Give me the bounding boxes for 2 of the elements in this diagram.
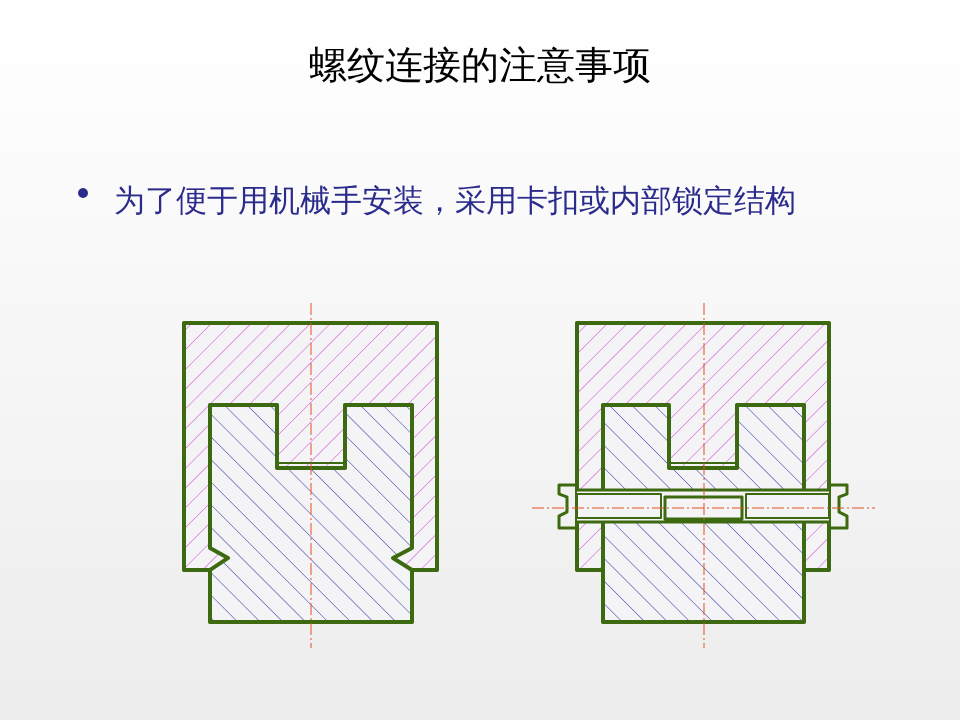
slide-title: 螺纹连接的注意事项 [308, 42, 652, 89]
bullet-text: 为了便于用机械手安装，采用卡扣或内部锁定结构 [114, 182, 797, 221]
